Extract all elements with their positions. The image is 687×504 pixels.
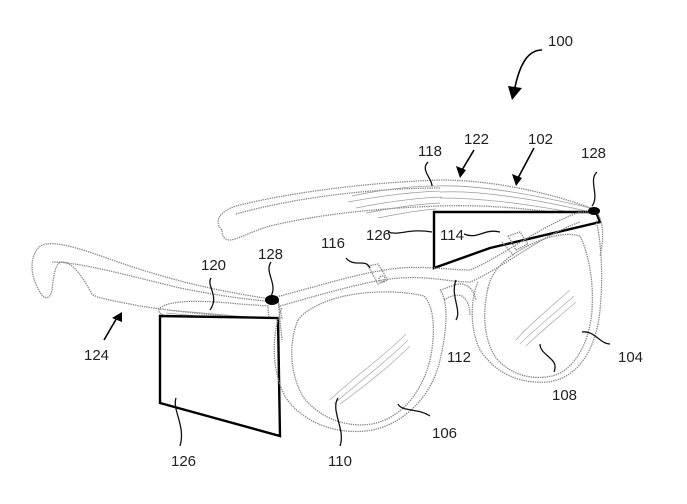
- leader-lines: [103, 49, 611, 447]
- label-126-right: 126: [366, 227, 391, 244]
- left-lens: [329, 333, 411, 405]
- label-122: 122: [464, 131, 489, 148]
- label-116: 116: [321, 235, 345, 252]
- label-128-right: 128: [581, 145, 606, 162]
- label-120: 120: [201, 257, 226, 274]
- label-106: 106: [432, 425, 457, 442]
- label-114: 114: [440, 227, 464, 244]
- temple-left-arrow: [103, 315, 119, 341]
- left-temple-arm: [31, 243, 283, 319]
- right-hinge: [501, 231, 529, 257]
- label-112: 112: [447, 349, 471, 366]
- label-102: 102: [528, 131, 553, 148]
- device-arrowhead: [508, 86, 522, 100]
- label-128-left: 128: [258, 246, 283, 263]
- label-100: 100: [548, 33, 573, 50]
- left-hinge: [366, 263, 389, 285]
- temple-right-arrow: [461, 149, 475, 171]
- left-display-panel: [158, 314, 282, 438]
- label-118: 118: [418, 143, 442, 160]
- right-lens: [515, 289, 577, 347]
- label-108: 108: [552, 387, 577, 404]
- label-110: 110: [328, 453, 352, 470]
- label-124: 124: [84, 347, 109, 364]
- right-sensor: [588, 207, 600, 215]
- front-frame: [271, 211, 604, 433]
- left-sensor: [265, 295, 279, 305]
- label-104: 104: [618, 349, 643, 366]
- frame-arrow: [517, 147, 535, 179]
- right-display-panel: [432, 210, 602, 270]
- label-126-left: 126: [171, 453, 196, 470]
- device-arrow: [513, 49, 543, 93]
